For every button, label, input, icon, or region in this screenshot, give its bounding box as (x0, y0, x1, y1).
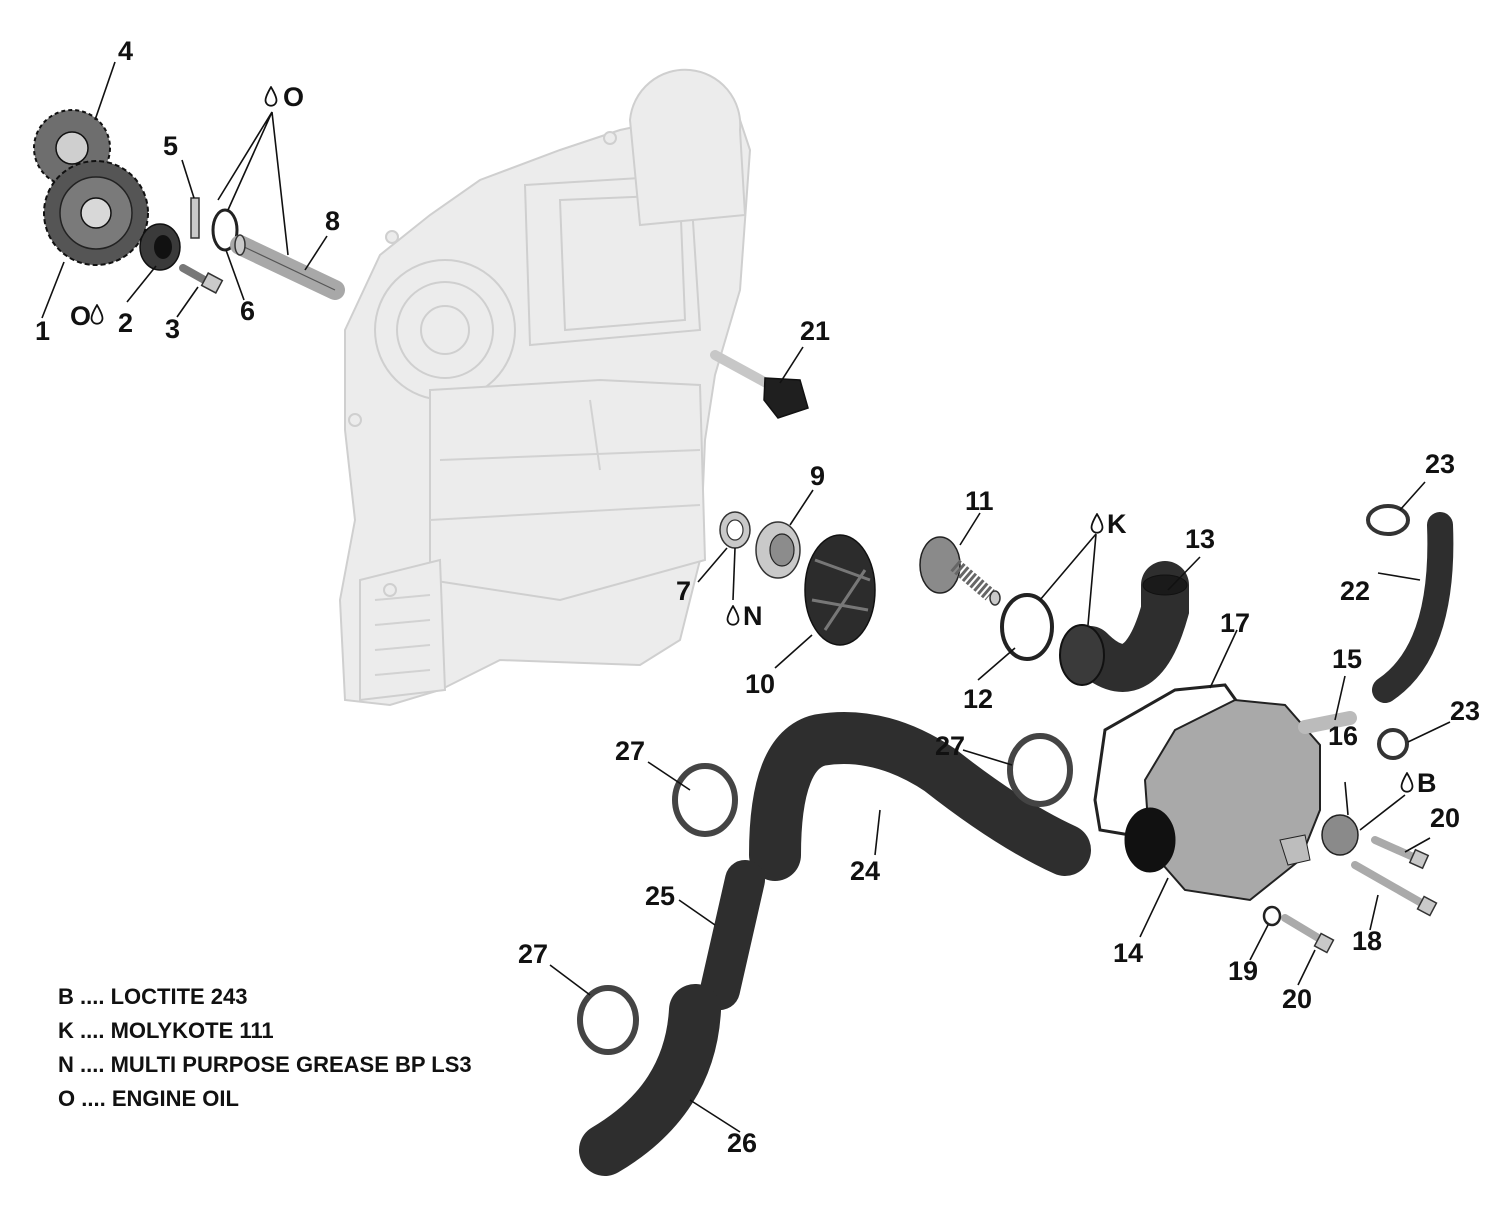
callout-15: 15 (1332, 644, 1362, 674)
callout-22: 22 (1340, 576, 1370, 606)
legend-row-b: B .... LOCTITE 243 (58, 980, 472, 1014)
drop-icon (1400, 772, 1414, 793)
part-9-mechanical-seal (755, 521, 801, 579)
callout-1: 1 (35, 316, 50, 346)
lubricant-legend: B .... LOCTITE 243 K .... MOLYKOTE 111 N… (58, 980, 472, 1116)
legend-row-n: N .... MULTI PURPOSE GREASE BP LS3 (58, 1048, 472, 1082)
drop-icon (1090, 513, 1104, 534)
svg-text:O: O (283, 82, 304, 112)
callout-17: 17 (1220, 608, 1250, 638)
callout-23-upper: 23 (1425, 449, 1455, 479)
callout-numbers: 1 2 3 4 5 6 7 8 9 10 11 12 13 14 15 16 1… (35, 36, 1480, 1158)
part-10-impeller (804, 534, 876, 646)
legend-separator: .... (81, 1086, 106, 1111)
drop-icon (264, 86, 278, 107)
part-1-gear (43, 160, 149, 266)
part-16-seal (1321, 814, 1359, 856)
part-11-thermostat (919, 536, 1001, 606)
part-25-tube (700, 860, 765, 1010)
part-7-seal (719, 511, 751, 549)
callout-13: 13 (1185, 524, 1215, 554)
legend-code: B (58, 984, 74, 1009)
part-18-long-bolt (1351, 861, 1438, 917)
lubricant-marker-o-left: O (70, 301, 104, 331)
legend-row-k: K .... MOLYKOTE 111 (58, 1014, 472, 1048)
part-27-clamp-top (1007, 733, 1073, 807)
callout-14: 14 (1113, 938, 1143, 968)
legend-code: N (58, 1052, 74, 1077)
callout-12: 12 (963, 684, 993, 714)
callout-5: 5 (163, 131, 178, 161)
callout-27-top: 27 (935, 731, 965, 761)
part-27-clamp-bottom (577, 985, 639, 1055)
callout-11: 11 (965, 486, 994, 516)
part-20-bolt-lower (1281, 914, 1335, 954)
legend-separator: .... (80, 984, 105, 1009)
part-3-bolt (179, 264, 224, 294)
callout-19: 19 (1228, 956, 1258, 986)
callout-6: 6 (240, 296, 255, 326)
callout-20-upper: 20 (1430, 803, 1460, 833)
part-2-seal (139, 223, 181, 271)
callout-7: 7 (676, 576, 691, 606)
callout-25: 25 (645, 881, 675, 911)
lubricant-marker-k: K (1090, 509, 1127, 539)
part-15-dowel (1298, 711, 1357, 734)
legend-code: O (58, 1086, 76, 1111)
callout-21: 21 (800, 316, 830, 346)
part-21-sensor (710, 350, 809, 419)
callout-9: 9 (810, 461, 825, 491)
lubricant-marker-o-top: O (264, 82, 304, 112)
legend-separator: .... (80, 1018, 105, 1043)
legend-separator: .... (80, 1052, 105, 1077)
part-23-clamp-upper (1366, 504, 1410, 536)
svg-text:K: K (1107, 509, 1127, 539)
part-5-pin (190, 197, 200, 239)
svg-text:N: N (743, 601, 763, 631)
callout-8: 8 (325, 206, 340, 236)
legend-text: LOCTITE 243 (110, 984, 248, 1009)
legend-code: K (58, 1018, 74, 1043)
part-13-elbow (1059, 561, 1189, 692)
callout-2: 2 (118, 308, 133, 338)
part-26-hose (579, 984, 721, 1176)
part-27-clamp-middle (672, 763, 738, 837)
callout-18: 18 (1352, 926, 1382, 956)
part-19-o-ring (1262, 905, 1282, 927)
part-12-o-ring (1000, 593, 1054, 661)
part-22-hose (1372, 512, 1454, 703)
callout-27-middle: 27 (615, 736, 645, 766)
callout-10: 10 (745, 669, 775, 699)
callout-23-lower: 23 (1450, 696, 1480, 726)
callout-16: 16 (1328, 721, 1358, 751)
drop-icon (90, 304, 104, 325)
leader-lines (41, 61, 1451, 1133)
part-23-clamp-lower (1377, 728, 1409, 760)
svg-text:B: B (1417, 768, 1437, 798)
legend-text: ENGINE OIL (111, 1086, 239, 1111)
svg-text:O: O (70, 301, 91, 331)
part-20-bolt-upper (1371, 836, 1430, 870)
engine-cover-ghost (338, 68, 752, 707)
drop-icon (726, 605, 740, 626)
lubricant-marker-n: N (726, 601, 763, 631)
callout-27-bottom: 27 (518, 939, 548, 969)
legend-text: MULTI PURPOSE GREASE BP LS3 (110, 1052, 472, 1077)
part-14-pump-housing (1124, 698, 1321, 902)
callout-26: 26 (727, 1128, 757, 1158)
callout-24: 24 (850, 856, 880, 886)
part-24-hose (749, 712, 1091, 881)
legend-text: MOLYKOTE 111 (110, 1018, 274, 1043)
callout-3: 3 (165, 314, 180, 344)
legend-row-o: O .... ENGINE OIL (58, 1082, 472, 1116)
callout-20-lower: 20 (1282, 984, 1312, 1014)
part-6-o-ring (211, 208, 239, 252)
part-8-shaft (230, 234, 345, 300)
lubricant-marker-b: B (1400, 768, 1437, 798)
callout-4: 4 (118, 36, 133, 66)
